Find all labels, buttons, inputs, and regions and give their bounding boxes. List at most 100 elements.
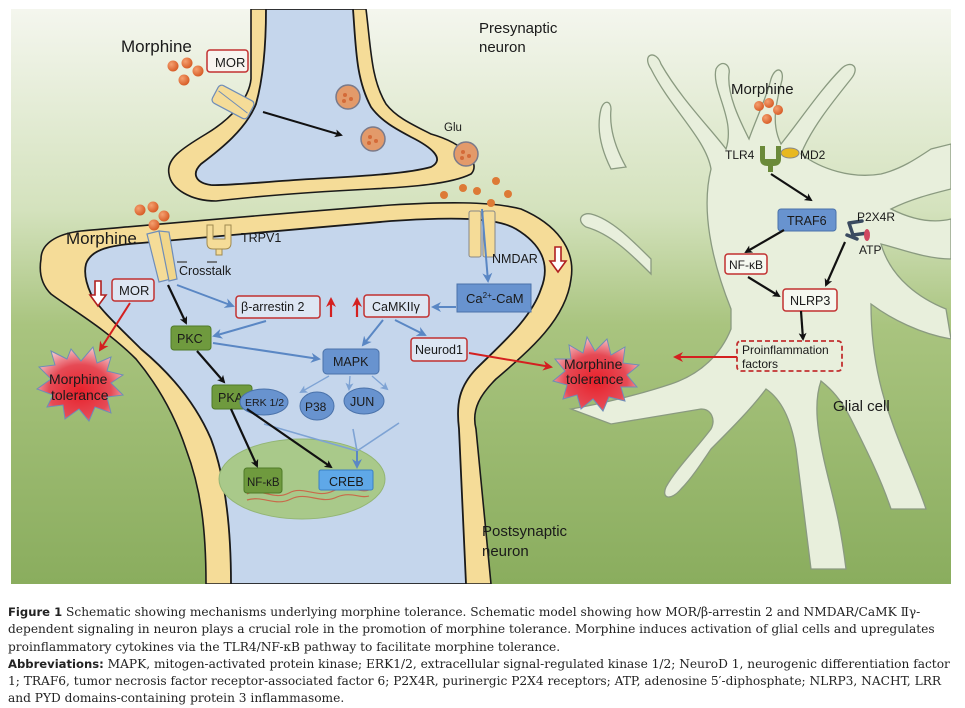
label-postsynaptic-1: Postsynaptic (482, 523, 568, 540)
label-postsynaptic-2: neuron (482, 543, 529, 560)
nlrp3-box (782, 288, 838, 312)
jun-node (343, 387, 385, 415)
label-morphine-post: Morphine (66, 229, 137, 248)
label-atp: ATP (859, 243, 881, 257)
morphine-molecules (134, 201, 170, 231)
tolerance-center-line2: tolerance (566, 371, 624, 387)
label-morphine-glia: Morphine (731, 81, 794, 98)
morphine-molecules (754, 98, 783, 124)
label-tlr4: TLR4 (725, 148, 755, 162)
abbreviations-label: Abbreviations: (8, 656, 104, 671)
label-morphine-top: Morphine (121, 37, 192, 56)
mor-pre-box (206, 49, 249, 73)
arrow-traf6-to-nfkb (744, 229, 785, 254)
label-md2: MD2 (800, 148, 826, 162)
arrow-mapk-to-p38 (345, 375, 354, 391)
mapk-box (322, 348, 380, 375)
abbreviations-text: MAPK, mitogen-activated protein kinase; … (8, 656, 950, 706)
glutamate-molecules (440, 177, 512, 207)
glial-cell (568, 54, 951, 570)
dna-strand (246, 494, 370, 503)
label-glial-cell: Glial cell (833, 398, 890, 415)
mor-channel-post (146, 230, 178, 283)
caption-abbreviations-paragraph: Abbreviations: MAPK, mitogen-activated p… (8, 656, 958, 708)
arrow-mor-channel-to-beta-arrestin (176, 284, 235, 308)
node-jun: JUN (350, 395, 374, 409)
camkii-box (363, 294, 430, 318)
arrow-pkc-to-pka (196, 350, 226, 384)
arrow-nlrp3-to-proinflammation (798, 310, 807, 341)
label-presynaptic-2: neuron (479, 39, 526, 56)
arrow-mor-channel-to-pkc (167, 284, 188, 325)
arrow-pka-to-creb (246, 408, 333, 469)
arrow-mapk-to-jun (371, 375, 389, 391)
nfkb-nucleus-box (243, 467, 283, 494)
arrow-mor-to-vesicles (262, 111, 343, 138)
mor-post-box (111, 278, 155, 302)
node-creb: CREB (329, 475, 364, 489)
node-traf6: TRAF6 (787, 214, 827, 228)
erk-node (239, 388, 289, 416)
node-nfkb-nucleus: NF-κB (247, 477, 280, 489)
arrow-pkc-to-mapk (212, 342, 321, 363)
proinflammation-box (736, 340, 843, 372)
arrow-mor-to-tolerance (98, 302, 131, 352)
nmdar-down-arrow (548, 246, 568, 274)
label-crosstalk: Crosstalk (179, 264, 232, 278)
node-proinflammation-1: Proinflammation (742, 343, 829, 357)
node-pkc: PKC (177, 332, 203, 346)
node-erk: ERK 1/2 (245, 397, 284, 409)
p2x4r-receptor (845, 219, 870, 241)
mor-channel-pre (211, 84, 255, 120)
mechanism-diagram: Morphine MOR Glu Presynaptic neuron Morp… (11, 9, 951, 584)
label-mor-pre: MOR (215, 55, 245, 70)
node-nfkb-glia: NF-κB (729, 258, 763, 272)
node-p38: P38 (305, 400, 327, 414)
tlr4-receptor (760, 146, 800, 172)
arrow-mapk-to-erk (299, 375, 330, 393)
label-trpv1: TRPV1 (241, 231, 281, 245)
tolerance-left-line2: tolerance (51, 387, 109, 403)
figure-caption: Figure 1 Schematic showing mechanisms un… (8, 604, 958, 708)
node-mor: MOR (119, 283, 149, 298)
arrow-beta-arrestin-to-pkc (212, 320, 267, 339)
node-beta-arrestin: β-arrestin 2 (241, 300, 305, 314)
morphine-molecules (167, 57, 204, 86)
pkc-box (170, 325, 212, 351)
p38-node (299, 391, 335, 421)
label-nmdar: NMDAR (492, 252, 538, 266)
beta-arrestin-box (235, 295, 321, 319)
node-neurod1: Neurod1 (415, 343, 463, 357)
tolerance-burst-center: Morphine tolerance (551, 335, 641, 412)
nmdar-channel (468, 210, 496, 258)
trpv1-receptor (206, 224, 232, 256)
label-glu: Glu (444, 122, 462, 134)
arrow-camkii-to-mapk (361, 319, 384, 347)
node-ca-cam: Ca2+-CaM (466, 291, 524, 306)
figure-label: Figure 1 (8, 605, 63, 619)
node-mapk: MAPK (333, 355, 369, 369)
tolerance-burst-left: Morphine tolerance (35, 345, 125, 422)
ca-cam-base: Ca (466, 291, 483, 306)
creb-box (318, 469, 374, 491)
arrow-nfkb-to-nlrp3 (747, 276, 781, 298)
node-camkii: CaMKIIγ (372, 300, 421, 314)
traf6-box (777, 208, 837, 232)
node-nlrp3: NLRP3 (790, 294, 830, 308)
label-p2x4r: P2X4R (857, 210, 895, 224)
mor-down-arrow (88, 280, 108, 308)
label-presynaptic-1: Presynaptic (479, 20, 558, 37)
arrow-pka-to-nfkb (229, 408, 259, 468)
arrow-neurod1-to-tolerance (468, 352, 553, 371)
glutamate-vesicles (335, 84, 479, 167)
nfkb-glia-box (724, 253, 768, 275)
converge-lines (263, 422, 400, 452)
caption-title-text: Schematic showing mechanisms underlying … (8, 605, 935, 654)
ca-cam-box (456, 283, 532, 313)
arrow-p2x4r-to-nlrp3 (824, 241, 847, 287)
arrow-nmdar-to-ca (481, 208, 493, 283)
tolerance-left-line1: Morphine (49, 371, 108, 387)
node-proinflammation-2: factors (742, 357, 778, 371)
tolerance-center-line1: Morphine (564, 356, 623, 372)
neurod1-box (410, 337, 468, 362)
